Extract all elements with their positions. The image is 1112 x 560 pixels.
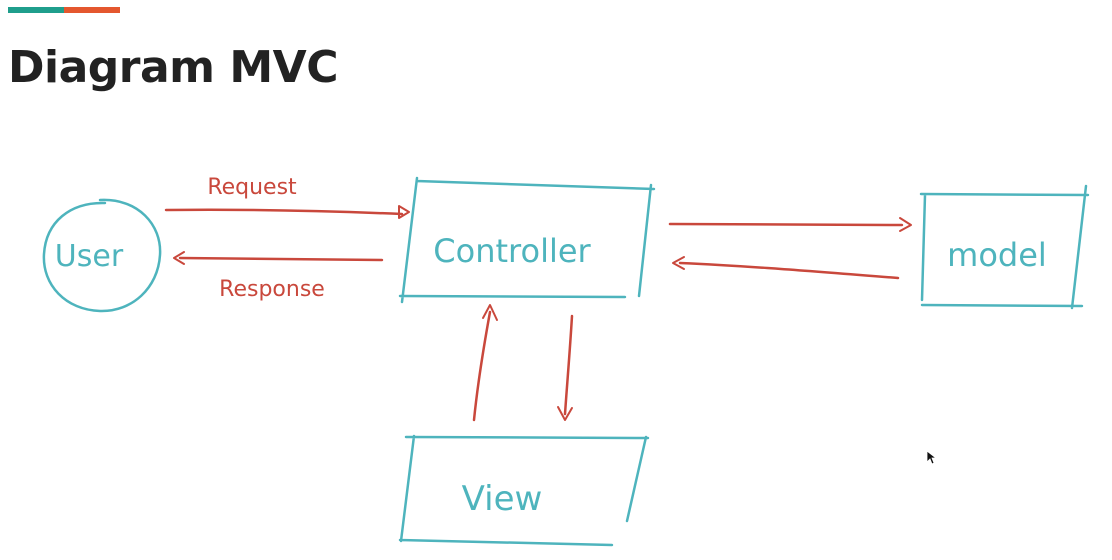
controller-node: Controller — [398, 176, 656, 304]
model-label: model — [947, 236, 1047, 274]
view-to-controller-head — [482, 304, 498, 321]
controller-to-view-line — [563, 314, 574, 416]
view-box — [398, 434, 650, 547]
model-to-controller-head — [672, 256, 685, 270]
slide-title: Diagram MVC — [8, 42, 338, 93]
view-label: View — [462, 479, 543, 519]
request-arrow: Request — [164, 175, 410, 219]
model-to-controller-arrow — [672, 256, 900, 280]
accent-bar — [8, 7, 120, 13]
response-arrow-line — [178, 256, 384, 262]
request-arrow-line — [164, 208, 404, 216]
accent-bar-teal — [8, 7, 64, 13]
view-to-controller-arrow — [472, 304, 498, 422]
user-label: User — [55, 239, 124, 274]
request-arrow-head — [398, 205, 410, 219]
response-arrow-head — [173, 251, 185, 265]
view-node: View — [398, 434, 650, 547]
controller-box — [398, 176, 656, 304]
accent-bar-orange — [64, 7, 120, 13]
controller-label: Controller — [433, 232, 591, 270]
mouse-pointer-icon — [926, 450, 938, 465]
user-circle — [42, 198, 162, 313]
model-box — [919, 184, 1090, 310]
response-label: Response — [219, 277, 325, 302]
model-node: model — [919, 184, 1090, 310]
model-to-controller-line — [678, 261, 900, 280]
controller-to-view-arrow — [557, 314, 574, 421]
controller-to-view-head — [557, 406, 573, 421]
view-to-controller-line — [472, 310, 492, 422]
user-node: User — [42, 198, 162, 313]
controller-to-model-line — [668, 222, 904, 227]
request-label: Request — [207, 175, 297, 200]
controller-to-model-arrow — [668, 217, 912, 232]
controller-to-model-head — [899, 217, 912, 232]
response-arrow: Response — [173, 251, 384, 302]
